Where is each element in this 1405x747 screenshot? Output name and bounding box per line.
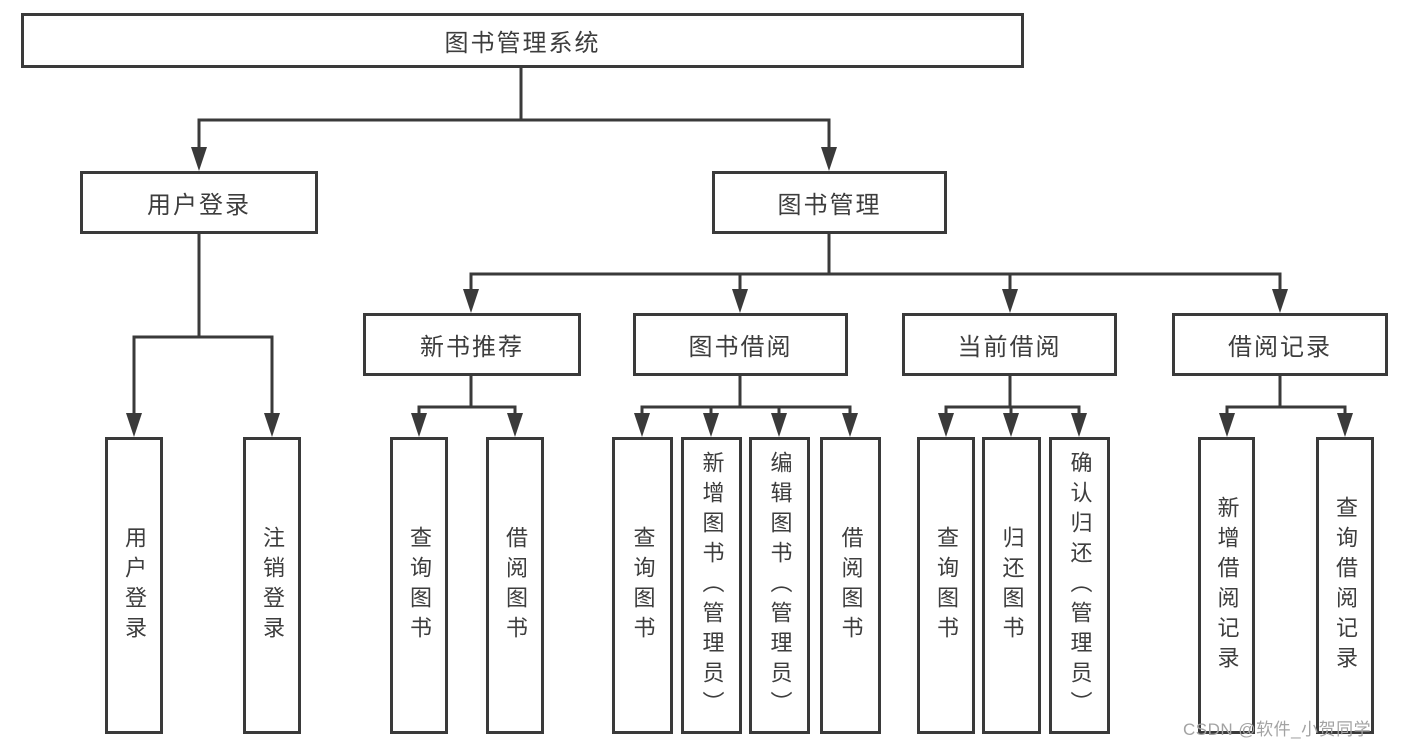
connector-current-borrow-children xyxy=(938,374,1087,437)
node-root-label: 图书管理系统 xyxy=(444,30,601,57)
leaf-records-add-record-label: 新增借阅记录 xyxy=(1214,495,1240,676)
leaf-newrec-query-books: 查询图书 xyxy=(390,437,448,734)
leaf-current-query-books: 查询图书 xyxy=(917,437,975,734)
leaf-borrow-borrow-books-label: 借阅图书 xyxy=(838,525,864,646)
leaf-current-query-books-label: 查询图书 xyxy=(934,525,959,646)
leaf-logout: 注销登录 xyxy=(243,437,301,734)
node-new-book-recommend-label: 新书推荐 xyxy=(420,334,524,361)
leaf-current-confirm-return-admin: 确认归还（管理员） xyxy=(1049,437,1110,734)
leaf-newrec-borrow-books-label: 借阅图书 xyxy=(503,525,528,646)
leaf-borrow-borrow-books: 借阅图书 xyxy=(820,437,881,734)
connector-book-management-children xyxy=(463,232,1288,313)
leaf-newrec-borrow-books: 借阅图书 xyxy=(486,437,544,734)
leaf-current-return-books-label: 归还图书 xyxy=(999,525,1025,646)
node-root: 图书管理系统 xyxy=(21,13,1024,68)
leaf-borrow-edit-books-admin: 编辑图书（管理员） xyxy=(749,437,810,734)
leaf-borrow-query-books-label: 查询图书 xyxy=(630,525,656,646)
node-user-login: 用户登录 xyxy=(80,171,318,234)
leaf-newrec-query-books-label: 查询图书 xyxy=(407,525,432,646)
leaf-current-return-books: 归还图书 xyxy=(982,437,1041,734)
node-book-management: 图书管理 xyxy=(712,171,947,234)
watermark: CSDN @软件_小贺同学 xyxy=(1183,720,1372,739)
leaf-user-login-label: 用户登录 xyxy=(122,525,147,646)
leaf-records-query-record-label: 查询借阅记录 xyxy=(1333,495,1358,676)
node-borrow-records: 借阅记录 xyxy=(1172,313,1388,376)
leaf-borrow-add-books-admin-label: 新增图书（管理员） xyxy=(699,450,725,721)
leaf-borrow-add-books-admin: 新增图书（管理员） xyxy=(681,437,742,734)
leaf-user-login: 用户登录 xyxy=(105,437,163,734)
node-current-borrow: 当前借阅 xyxy=(902,313,1117,376)
leaf-current-confirm-return-admin-label: 确认归还（管理员） xyxy=(1067,450,1093,721)
connector-root-to-level2 xyxy=(191,66,837,171)
node-current-borrow-label: 当前借阅 xyxy=(957,334,1062,361)
node-new-book-recommend: 新书推荐 xyxy=(363,313,581,376)
leaf-borrow-edit-books-admin-label: 编辑图书（管理员） xyxy=(767,450,793,721)
node-book-management-label: 图书管理 xyxy=(777,192,882,219)
connector-new-book-recommend-children xyxy=(411,374,523,437)
leaf-records-add-record: 新增借阅记录 xyxy=(1198,437,1255,734)
connector-borrow-records-children xyxy=(1219,374,1353,437)
leaf-logout-label: 注销登录 xyxy=(260,525,285,646)
node-book-borrow-label: 图书借阅 xyxy=(688,334,793,361)
leaf-borrow-query-books: 查询图书 xyxy=(612,437,673,734)
node-borrow-records-label: 借阅记录 xyxy=(1228,334,1332,361)
leaf-records-query-record: 查询借阅记录 xyxy=(1316,437,1374,734)
node-book-borrow: 图书借阅 xyxy=(633,313,848,376)
connector-book-borrow-children xyxy=(634,374,858,437)
connector-user-login-children xyxy=(126,232,280,437)
node-user-login-label: 用户登录 xyxy=(147,192,251,219)
